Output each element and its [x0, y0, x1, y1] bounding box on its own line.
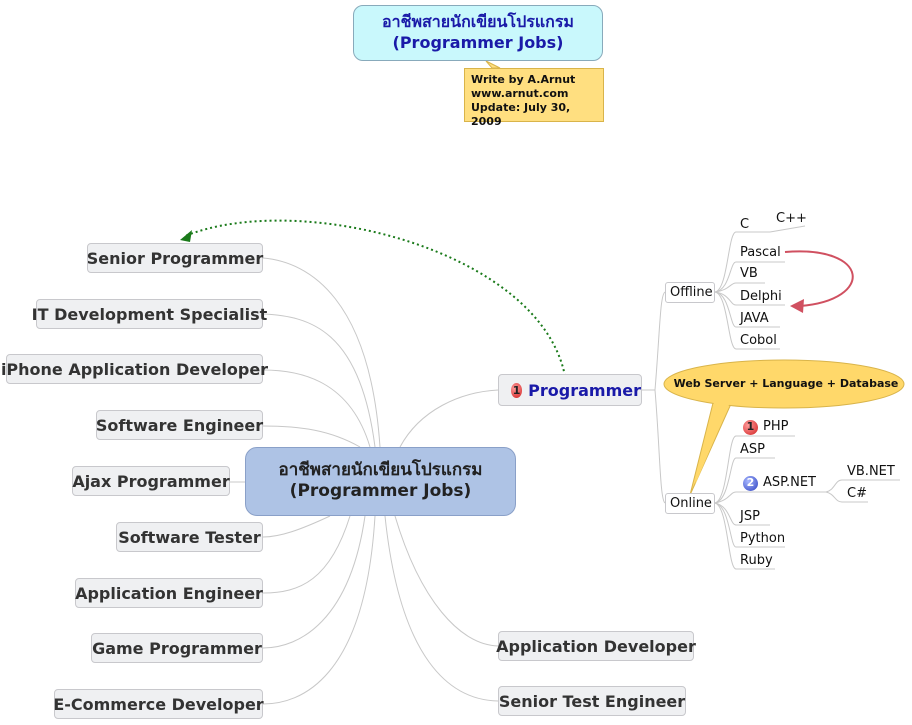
leaf-csharp[interactable]: C# [847, 486, 867, 501]
leaf-vb[interactable]: VB [740, 266, 758, 281]
topic-senior-programmer[interactable]: Senior Programmer [87, 243, 263, 273]
relationship-arrow-green [184, 219, 566, 377]
priority-2-icon: 2 [743, 475, 758, 491]
note-website: www.arnut.com [471, 87, 569, 100]
priority-1-icon: 1 [511, 382, 523, 398]
topic-senior-test-engineer[interactable]: Senior Test Engineer [498, 686, 686, 716]
topic-software-engineer[interactable]: Software Engineer [96, 410, 263, 440]
leaf-java[interactable]: JAVA [740, 311, 769, 326]
topic-e-commerce-developer[interactable]: E-Commerce Developer [53, 689, 264, 719]
leaf-php-label: PHP [763, 419, 789, 434]
central-topic[interactable]: อาชีพสายนักเขียนโปรแกรม (Programmer Jobs… [245, 447, 516, 516]
leaf-delphi[interactable]: Delphi [740, 289, 782, 304]
relationship-arrow-red [784, 250, 854, 307]
leaf-cpp[interactable]: C++ [776, 211, 807, 226]
subtopic-offline[interactable]: Offline [665, 282, 715, 303]
topic-it-development-specialist[interactable]: IT Development Specialist [32, 299, 267, 329]
map-title-line2: (Programmer Jobs) [392, 33, 564, 52]
leaf-php[interactable]: 1 PHP [743, 419, 788, 435]
priority-1-icon: 1 [743, 419, 758, 435]
leaf-python[interactable]: Python [740, 531, 786, 546]
map-title-line1: อาชีพสายนักเขียนโปรแกรม [382, 12, 574, 31]
leaf-aspnet-label: ASP.NET [763, 475, 816, 490]
leaf-pascal[interactable]: Pascal [740, 245, 781, 260]
leaf-jsp[interactable]: JSP [740, 509, 760, 524]
topic-application-engineer[interactable]: Application Engineer [75, 578, 263, 608]
leaf-aspnet[interactable]: 2 ASP.NET [743, 475, 816, 491]
topic-application-developer[interactable]: Application Developer [496, 631, 696, 661]
leaf-asp[interactable]: ASP [740, 442, 765, 457]
topic-game-programmer[interactable]: Game Programmer [91, 633, 263, 663]
topic-programmer-label: Programmer [528, 380, 641, 400]
topic-software-tester[interactable]: Software Tester [116, 522, 263, 552]
topic-ajax-programmer[interactable]: Ajax Programmer [72, 466, 230, 496]
map-title[interactable]: อาชีพสายนักเขียนโปรแกรม (Programmer Jobs… [353, 5, 603, 61]
note-update: Update: July 30, 2009 [471, 101, 571, 128]
central-topic-line2: (Programmer Jobs) [289, 481, 472, 501]
leaf-ruby[interactable]: Ruby [740, 553, 773, 568]
central-topic-line1: อาชีพสายนักเขียนโปรแกรม [278, 460, 483, 480]
leaf-c[interactable]: C [740, 217, 750, 232]
author-note[interactable]: Write by A.Arnut www.arnut.com Update: J… [464, 68, 604, 128]
callout-bubble [663, 359, 905, 496]
leaf-cobol[interactable]: Cobol [740, 333, 777, 348]
leaf-vbnet[interactable]: VB.NET [847, 464, 895, 479]
subtopic-online[interactable]: Online [665, 493, 715, 514]
topic-iphone-application-developer[interactable]: iPhone Application Developer [1, 354, 268, 384]
topic-programmer[interactable]: 1 Programmer [498, 374, 642, 406]
note-author: Write by A.Arnut [471, 73, 576, 86]
callout-web-server[interactable]: Web Server + Language + Database [673, 377, 899, 390]
